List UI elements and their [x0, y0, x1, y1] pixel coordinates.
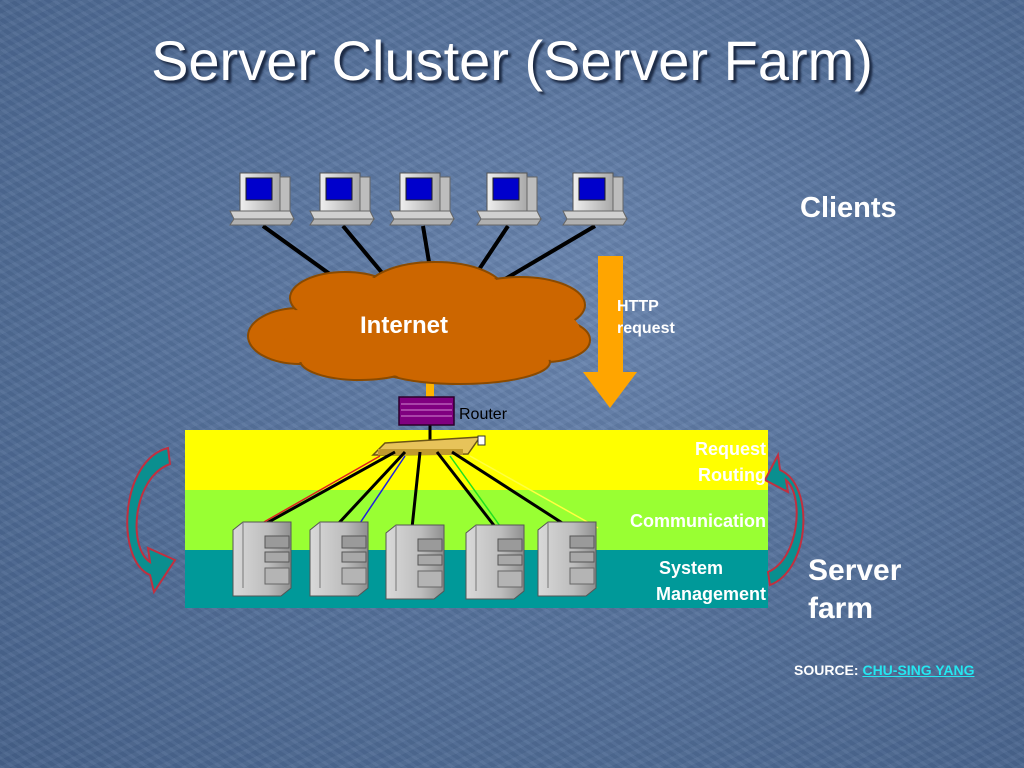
server-4	[465, 524, 525, 600]
http-label-line1: HTTP	[617, 298, 659, 315]
client-computer-5	[562, 172, 628, 226]
http-label-line2: request	[617, 320, 675, 337]
routing-line2: Routing	[698, 465, 766, 485]
client-computer-1	[229, 172, 295, 226]
source-author-link[interactable]: CHU-SING YANG	[862, 662, 975, 678]
router-icon	[398, 396, 455, 426]
source-prefix: SOURCE:	[794, 662, 863, 678]
http-request-arrow	[583, 256, 637, 408]
clients-label: Clients	[800, 192, 897, 224]
right-cycle-arrow-icon	[763, 451, 805, 587]
cloud-router-link	[426, 382, 434, 402]
server-farm-label: Server farm	[808, 552, 938, 628]
router-label: Router	[459, 406, 508, 423]
system-management-label: System Management	[616, 555, 766, 607]
routing-arrows	[263, 455, 599, 529]
request-routing-label: Request Routing	[695, 436, 766, 488]
server-farm-line1: Server	[808, 554, 902, 587]
page-title: Server Cluster (Server Farm)	[151, 29, 873, 92]
left-cycle-arrow-icon	[126, 446, 177, 595]
routing-line1: Request	[694, 439, 766, 459]
server-2	[309, 521, 369, 597]
sysmgmt-line2: Management	[655, 584, 766, 604]
sysmgmt-line1: System	[658, 558, 724, 578]
cloud-fill	[250, 264, 588, 382]
client-computer-3	[389, 172, 455, 226]
http-request-label: HTTP request	[617, 296, 707, 340]
source-credit: SOURCE: CHU-SING YANG	[794, 662, 974, 678]
client-computer-2	[309, 172, 375, 226]
server-3	[385, 524, 445, 600]
internet-label: Internet	[360, 312, 449, 339]
switch-icon	[371, 435, 486, 456]
communication-label: Communication	[629, 511, 766, 531]
server-5	[537, 521, 597, 597]
server-1	[232, 521, 292, 597]
server-links	[264, 450, 571, 530]
client-computer-4	[476, 172, 542, 226]
server-farm-line2: farm	[808, 592, 874, 625]
